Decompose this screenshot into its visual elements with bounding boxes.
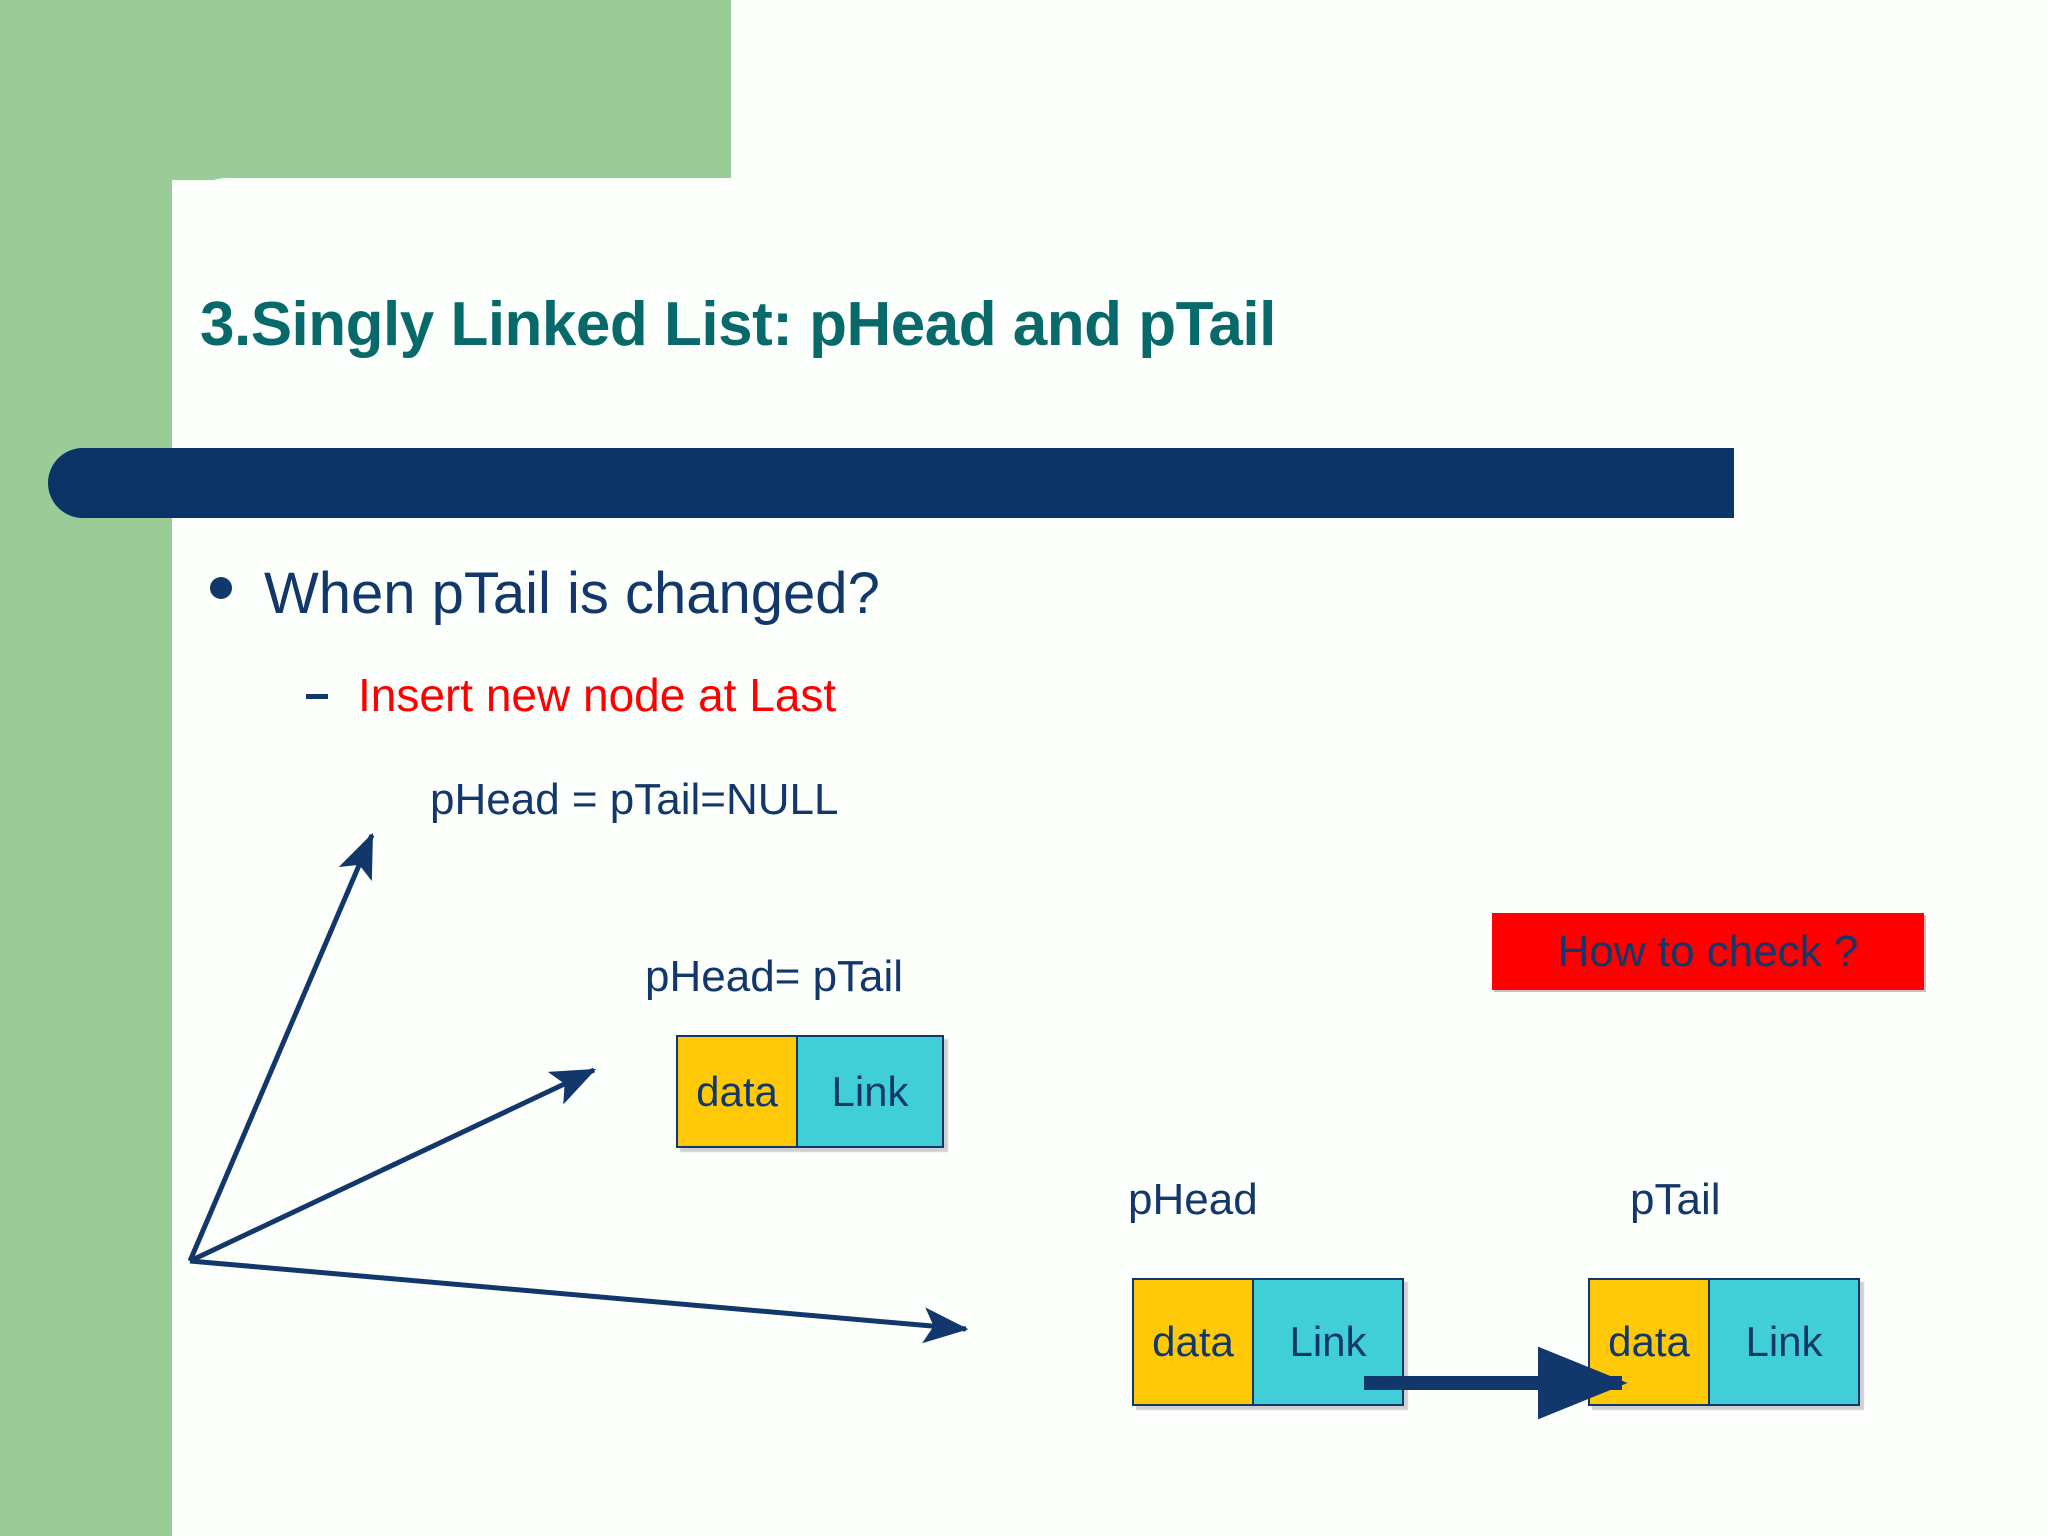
label-phead-equals-ptail: pHead= pTail bbox=[645, 952, 904, 1001]
label-phead-ptail-null: pHead = pTail=NULL bbox=[430, 775, 839, 824]
bullet-dot-icon bbox=[210, 577, 232, 599]
page-title: 3.Singly Linked List: pHead and pTail bbox=[200, 290, 1276, 359]
how-to-check-label: How to check ? bbox=[1557, 926, 1859, 976]
bullet-level1: When pTail is changed? bbox=[210, 560, 880, 627]
bullet-level1-label: When pTail is changed? bbox=[264, 561, 880, 626]
bullet-level2-label: Insert new node at Last bbox=[358, 669, 837, 721]
title-underline-bar bbox=[48, 448, 1734, 518]
node-chain-head-data-cell: data bbox=[1134, 1280, 1254, 1404]
node-chain-head-link-cell: Link bbox=[1254, 1280, 1402, 1404]
label-ptail: pTail bbox=[1630, 1175, 1721, 1224]
node-single: data Link bbox=[676, 1035, 944, 1148]
node-chain-tail: data Link bbox=[1588, 1278, 1860, 1406]
node-chain-tail-data-cell: data bbox=[1590, 1280, 1710, 1404]
node-single-link-cell: Link bbox=[798, 1037, 942, 1146]
node-single-data-cell: data bbox=[678, 1037, 798, 1146]
green-top-block bbox=[0, 0, 731, 180]
green-left-strip bbox=[0, 170, 172, 1536]
bullet-level2: Insert new node at Last bbox=[306, 668, 836, 722]
how-to-check-callout: How to check ? bbox=[1492, 913, 1924, 990]
node-chain-head: data Link bbox=[1132, 1278, 1404, 1406]
label-phead: pHead bbox=[1128, 1175, 1258, 1224]
bullet-dash-icon bbox=[306, 694, 328, 699]
node-chain-tail-link-cell: Link bbox=[1710, 1280, 1858, 1404]
